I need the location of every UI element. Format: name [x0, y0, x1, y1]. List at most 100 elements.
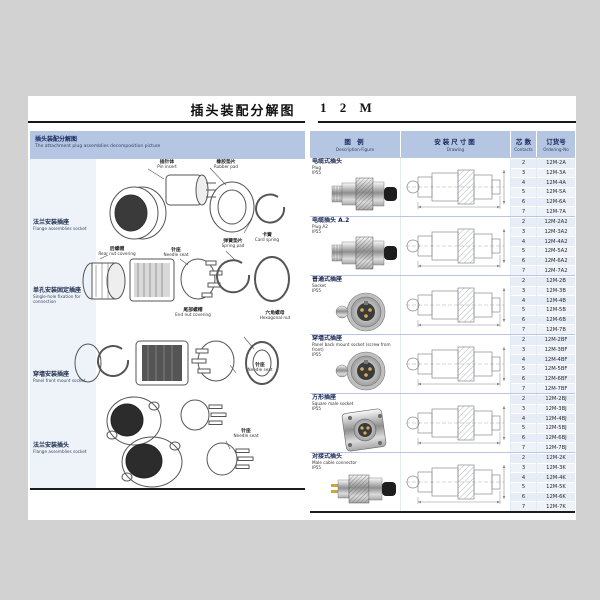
- contacts-value: 7: [511, 442, 536, 452]
- ordering-no-value: 12M-3A: [537, 167, 575, 178]
- contacts-value: 3: [511, 344, 536, 355]
- ordering-no-value: 12M-7K: [537, 501, 575, 511]
- drawing-cell: [400, 217, 510, 275]
- ordering-no-value: 12M-4BF: [537, 354, 575, 365]
- part-label-cn: 针座: [241, 429, 251, 434]
- ordering-no-value: 12M-3BJ: [537, 403, 575, 414]
- mount-type-en: Flange assemblies socket: [33, 225, 87, 231]
- figure-cell: 电缆式插头 Plug IP55: [310, 158, 400, 216]
- figure-cell: 方形插座 Square male socket IP55: [310, 394, 400, 452]
- group-label-en: Plug A2: [312, 223, 328, 229]
- page-title: 插头装配分解图: [190, 103, 296, 118]
- exploded-panel-header-en: The attachment plug assemblies decomposi…: [35, 144, 161, 149]
- ordering-no-value: 12M-2BF: [537, 335, 575, 345]
- contacts-value: 5: [511, 246, 536, 256]
- contacts-value: 5: [511, 305, 536, 315]
- ordering-no-value: 12M-6BF: [537, 373, 575, 384]
- contacts-value: 4: [511, 413, 536, 424]
- ordering-no-value: 12M-5BF: [537, 364, 575, 374]
- contacts-value: 6: [511, 196, 536, 207]
- part-label-en: Needle seat: [233, 433, 259, 439]
- part-label-en: Hexagonal nut: [259, 315, 291, 321]
- part-label-cn: 尾部螺帽: [183, 308, 203, 313]
- drawing-cell: [400, 276, 510, 334]
- ordering-no-value: 12M-6A: [537, 196, 575, 207]
- group-ip-rating: IP55: [312, 228, 322, 234]
- ordering-no-value: 12M-3BF: [537, 344, 575, 355]
- ordering-no-value: 12M-3A2: [537, 226, 575, 237]
- group-ip-rating: IP55: [312, 351, 322, 357]
- ordering-no-value: 12M-5K: [537, 482, 575, 492]
- contacts-value: 3: [511, 403, 536, 414]
- connector-photo: [328, 172, 400, 216]
- header-cn: 安装尺寸图: [434, 138, 477, 146]
- mount-type-en: Panel front mount socket: [33, 377, 86, 383]
- contacts-value: 6: [511, 314, 536, 325]
- contacts-value: 6: [511, 255, 536, 266]
- contacts-value: 6: [511, 432, 536, 443]
- exploded-line-drawing: [74, 167, 290, 488]
- ordering-no-value: 12M-2A2: [537, 217, 575, 227]
- group-label: 普通式插座 Socket IP55: [312, 276, 343, 294]
- dimension-drawing: [404, 339, 508, 389]
- group-ip-rating: IP55: [312, 464, 322, 470]
- dimension-drawing: [404, 162, 508, 212]
- contacts-value: 2: [511, 335, 536, 345]
- exploded-diagram-panel: 插头装配分解图 The attachment plug assemblies d…: [30, 131, 305, 492]
- ordering-no-value: 12M-5B: [537, 305, 575, 315]
- group-label-cn: 普通式插座: [312, 276, 343, 283]
- drawing-cell: [400, 453, 510, 511]
- mount-type-cn: 穿墙安装插座: [33, 371, 70, 378]
- part-label-cn: 橡胶垫片: [216, 160, 236, 165]
- part-label-cn: 后螺帽: [109, 247, 125, 252]
- ordering-no-value: 12M-6K: [537, 491, 575, 502]
- group-label: 电缆式插头 Plug IP55: [312, 158, 342, 176]
- ordering-no-value: 12M-6A2: [537, 255, 575, 266]
- contacts-value: 2: [511, 394, 536, 404]
- drawing-cell: [400, 394, 510, 452]
- header-en: Drawing: [446, 147, 465, 152]
- series-title-12m: 1 2 M: [320, 100, 377, 115]
- part-label-cn: 针座: [255, 363, 265, 368]
- contacts-value: 6: [511, 373, 536, 384]
- group-label: 穿墙式插座 Panel back mount socket (screw fro…: [312, 335, 400, 357]
- contacts-value: 3: [511, 167, 536, 178]
- part-label-en: Needle seat: [247, 367, 273, 373]
- dimension-drawing: [404, 398, 508, 448]
- header-cn: 芯 数: [515, 138, 532, 146]
- ordering-no-value: 12M-5BJ: [537, 423, 575, 433]
- group-label-en: Plug: [312, 164, 322, 170]
- contacts-value: 4: [511, 472, 536, 483]
- contacts-value: 3: [511, 462, 536, 473]
- group-label: 方形插座 Square male socket IP55: [312, 394, 353, 412]
- contacts-value: 4: [511, 177, 536, 188]
- group-label-cn: 电缆插头 A.2: [312, 217, 350, 224]
- header-en: Contacts: [514, 147, 533, 152]
- contacts-value: 7: [511, 206, 536, 216]
- ordering-no-value: 12M-6B: [537, 314, 575, 325]
- contacts-value: 5: [511, 482, 536, 492]
- exploded-panel-body: 法兰安装插座 Flange assemblies socket 单孔安装固定插座…: [30, 159, 305, 490]
- ordering-no-value: 12M-6BJ: [537, 432, 575, 443]
- contacts-value: 2: [511, 276, 536, 286]
- contacts-value: 7: [511, 324, 536, 334]
- mount-type-label: 法兰安装插座 Flange assemblies socket: [33, 219, 95, 232]
- ordering-no-value: 12M-7BJ: [537, 442, 575, 452]
